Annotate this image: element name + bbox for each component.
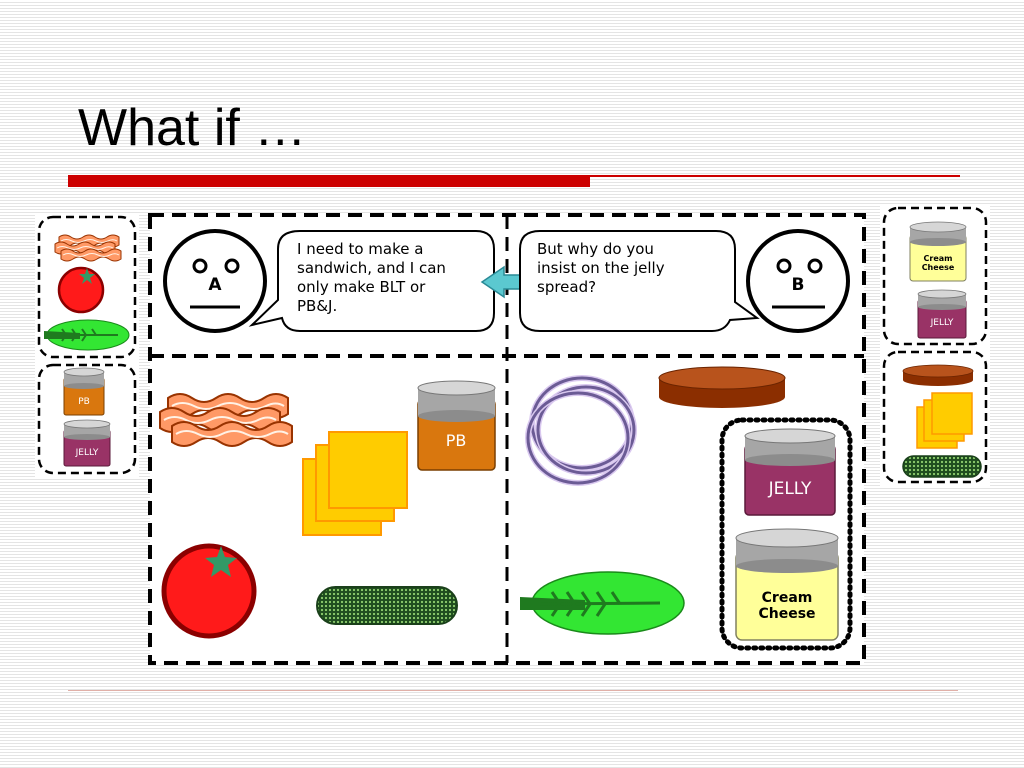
face-b-icon: B [746,229,850,333]
bacon-icon [159,393,293,447]
face-a-label: A [208,275,222,295]
pb-jar-label: PB [446,431,467,450]
pb-jar-small-label: PB [78,397,90,407]
cream-cheese-label-2: Cheese [758,606,815,622]
cheese-small-icon [916,392,973,449]
jelly-jar-small-label: JELLY [75,448,99,458]
speech-bubble-a [248,230,495,332]
jelly-jar-small-label-right: JELLY [930,318,954,328]
tomato-icon [161,543,257,639]
title-underline-thin [590,175,960,177]
pbj-box [37,363,137,475]
jelly-jar-icon: JELLY [744,428,836,516]
spreads-highlight [719,417,853,651]
onion-icon [525,375,637,486]
tomato-small-icon [57,266,105,314]
lettuce-icon [520,571,685,635]
face-b-label: B [792,275,805,295]
pb-jar-small-icon: PB [63,367,105,416]
speech-text-b: But why do you insist on the jelly sprea… [537,240,665,296]
cream-cheese-small-label-2: Cheese [922,263,955,272]
cream-cheese-small-label-1: Cream [924,254,953,263]
title-underline-thick [68,175,590,187]
bacon-small-icon [54,234,122,262]
bread-icon [658,366,786,408]
speech-bubble-b [519,230,760,332]
cream-cheese-jar-small-icon: Cream Cheese [909,221,967,282]
pickle-icon [316,586,458,625]
cheese-icon [302,431,408,536]
jelly-jar-label: JELLY [768,479,812,499]
footer-divider [68,690,958,691]
pickle-small-icon [902,455,982,478]
face-a-icon: A [163,229,267,333]
jelly-jar-small-icon: JELLY [63,419,111,467]
cream-cheese-jar-icon: Cream Cheese [735,528,839,641]
cream-cheese-label-1: Cream [762,590,813,606]
slide-title: What if … [78,99,307,157]
speech-text-a: I need to make a sandwich, and I can onl… [297,240,446,315]
bread-small-icon [902,364,974,386]
jelly-jar-small-icon-right: JELLY [917,289,967,339]
pb-jar-icon: PB [417,380,496,471]
lettuce-small-icon [44,319,130,351]
